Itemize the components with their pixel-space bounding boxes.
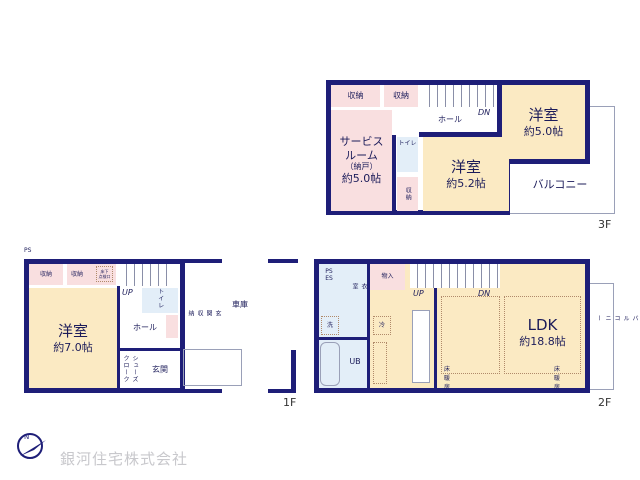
room-name: LDK <box>527 315 558 334</box>
stairs-2f-dn: DN <box>478 289 491 298</box>
service-room-line3: （納戸） <box>345 162 378 172</box>
service-room-size: 約5.0帖 <box>341 172 382 186</box>
ps-label: PS <box>325 267 333 275</box>
storage-1f-2: 収納 <box>67 264 116 285</box>
entrance-porch <box>183 349 242 386</box>
wall <box>291 350 296 393</box>
floor-heating-2-label: 床暖房 <box>554 366 561 391</box>
western-room-b-3f: 洋室 約5.0帖 <box>502 85 585 159</box>
stairs-2f <box>410 264 500 288</box>
ps-es: PS ES <box>321 266 337 284</box>
service-room-line2: ルーム <box>345 148 378 162</box>
room-size: 約18.8帖 <box>519 334 566 348</box>
balcony-2f <box>586 283 614 390</box>
floor-label-3f: 3F <box>598 218 612 231</box>
underfloor-hatch[interactable]: 床下 点検口 <box>96 266 113 282</box>
stairs-3f-dn: DN <box>478 108 491 117</box>
floor-2f-outline <box>314 259 590 393</box>
wall <box>180 259 222 263</box>
kitchen-counter <box>412 310 430 383</box>
toilet-1f: トイレ <box>142 288 178 313</box>
stairs-1f-up: UP <box>122 288 133 297</box>
entrance-1f: 玄関 <box>152 365 168 374</box>
floor-heating-2 <box>504 296 581 374</box>
company-name: 銀河住宅株式会社 <box>60 450 189 468</box>
garage: 車庫 <box>232 300 248 309</box>
room-size: 約5.2帖 <box>446 176 486 190</box>
closet-2f: 物入 <box>370 264 405 290</box>
room-size: 約5.0帖 <box>523 124 564 138</box>
washer-space: 洗 <box>321 316 339 335</box>
floor-label-2f: 2F <box>598 396 612 409</box>
western-room-a-3f: 洋室 約5.2帖 <box>423 137 509 211</box>
floor-heating-1 <box>441 296 500 374</box>
fridge-space: 冷 <box>373 316 391 335</box>
hatch-line2: 点検口 <box>98 274 111 279</box>
western-room-b-walls <box>497 80 590 164</box>
wet-area <box>319 264 367 388</box>
storage-3f-1: 収納 <box>331 85 380 107</box>
room-name: 洋室 <box>57 321 88 340</box>
wall <box>316 337 370 340</box>
entrance-storage-label: 玄関収納 <box>187 310 221 317</box>
unit-bath: UB <box>349 357 361 366</box>
floor-1f-outline <box>24 259 185 393</box>
stairs-1f <box>119 264 171 286</box>
es-label: ES <box>325 275 333 282</box>
shoe-closet: シューズクローク <box>122 355 138 383</box>
stairs-3f <box>422 85 494 107</box>
wall <box>120 348 182 351</box>
service-room: サービス ルーム （納戸） 約5.0帖 <box>331 110 392 211</box>
wall <box>268 389 296 393</box>
room-name: 洋室 <box>450 157 481 176</box>
wall <box>392 135 396 213</box>
ps-label: PS <box>24 247 32 254</box>
bathtub <box>320 342 340 386</box>
hall-3f: ホール <box>438 115 462 124</box>
service-room-line1: サービス <box>339 134 384 148</box>
wall <box>117 286 120 390</box>
hatch-line1: 床下 <box>100 269 109 274</box>
toilet-3f: トイレ <box>397 137 418 172</box>
stairs-2f-up: UP <box>413 289 424 298</box>
wall <box>268 259 298 263</box>
wall <box>180 389 222 393</box>
balcony-2f-label: バルコニー <box>595 315 638 322</box>
storage-3f-3: 収納 <box>397 177 418 211</box>
hall-1f: ホール <box>133 323 157 332</box>
svg-text:N: N <box>24 433 29 441</box>
ldk: LDK 約18.8帖 <box>505 312 580 352</box>
floor-heating-1-label: 床暖房 <box>444 366 451 391</box>
western-room-1f: 洋室 約7.0帖 <box>29 288 117 388</box>
cupboard <box>373 342 387 384</box>
balcony-3f-label: バルコニー <box>532 178 588 192</box>
room-name: 洋室 <box>528 105 559 124</box>
compass-logo-icon: N <box>16 430 48 462</box>
wall <box>367 264 370 388</box>
room-size: 約7.0帖 <box>53 340 93 354</box>
floor-label-1f: 1F <box>283 396 297 409</box>
wall <box>434 288 437 388</box>
entrance-storage <box>166 315 178 338</box>
storage-3f-2: 収納 <box>384 85 418 107</box>
storage-1f-1: 収納 <box>29 264 63 285</box>
wall <box>419 132 515 137</box>
